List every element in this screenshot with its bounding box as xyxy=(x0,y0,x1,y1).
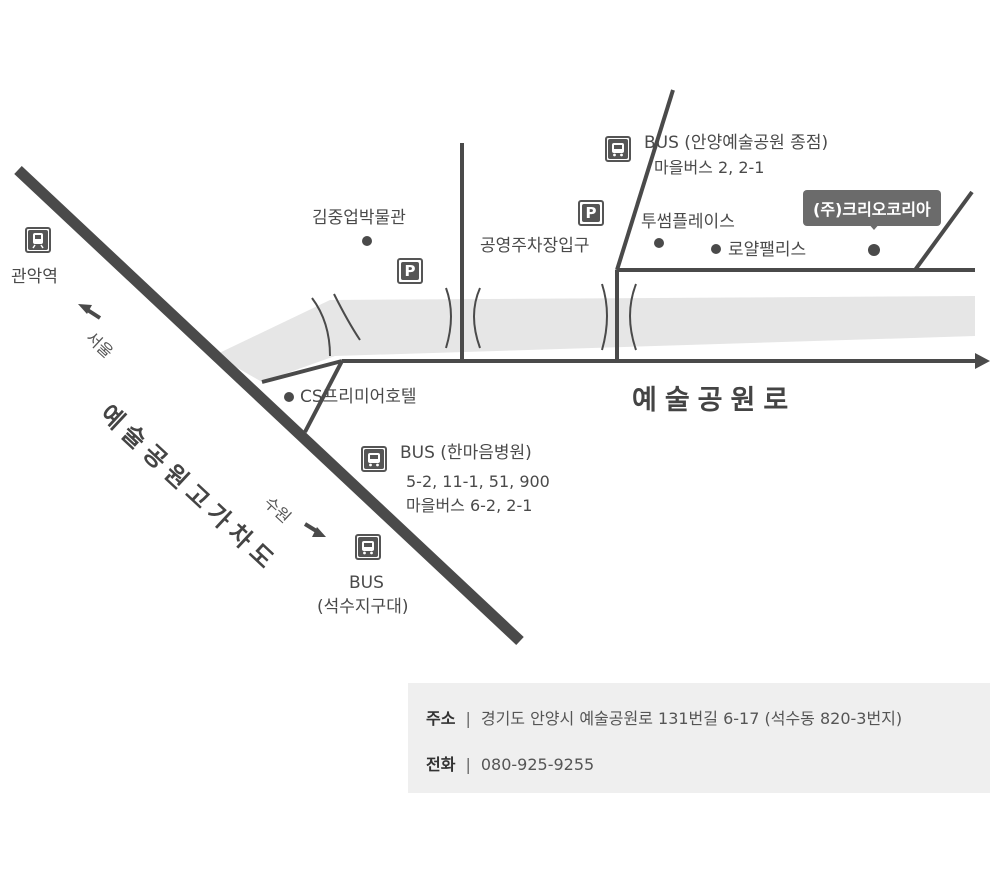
diagonal-road-east xyxy=(913,190,974,272)
bus-icon xyxy=(361,446,387,472)
address-label: 주소 xyxy=(426,709,456,728)
overpass-road xyxy=(14,165,524,646)
phone-separator: | xyxy=(465,755,471,774)
phone-value[interactable]: 080-925-9255 xyxy=(480,755,595,774)
seoksu-bus-subtitle: (석수지구대) xyxy=(317,597,409,617)
diagonal-road-north xyxy=(615,89,675,271)
seoul-arrow xyxy=(78,304,102,320)
royal-palace-marker xyxy=(711,244,721,254)
gwanak-station-label: 관악역 xyxy=(11,267,58,287)
connector-road-upper xyxy=(261,359,343,384)
phone-label: 전화 xyxy=(426,755,456,774)
phone-row: 전화 | 080-925-9255 xyxy=(426,751,594,775)
parking-icon: P xyxy=(397,258,423,284)
hanmaeum-bus-routes-1: 5-2, 11-1, 51, 900 xyxy=(406,472,550,491)
company-badge-pointer xyxy=(867,222,881,230)
cs-hotel-marker xyxy=(284,392,294,402)
two-some-label: 투썸플레이스 xyxy=(641,212,735,232)
bus-icon xyxy=(605,136,631,162)
bridge-marks xyxy=(311,283,637,357)
address-row: 주소 | 경기도 안양시 예술공원로 131번길 6-17 (석수동 820-3번지… xyxy=(426,705,902,729)
suwon-arrow xyxy=(303,522,326,537)
connector-road-lower xyxy=(303,360,344,433)
kim-museum-marker xyxy=(362,236,372,246)
company-badge: (주)크리오코리아 xyxy=(803,190,941,226)
cs-hotel-label: CS프리미어호텔 xyxy=(300,387,417,407)
company-marker xyxy=(868,244,880,256)
parking-icon: P xyxy=(578,200,604,226)
kim-museum-label: 김중업박물관 xyxy=(312,208,406,228)
royal-palace-label: 로얄팰리스 xyxy=(728,240,807,260)
address-value: 경기도 안양시 예술공원로 131번길 6-17 (석수동 820-3번지) xyxy=(480,709,903,728)
two-some-marker xyxy=(654,238,664,248)
train-icon xyxy=(25,227,51,253)
bus-icon xyxy=(355,534,381,560)
main-road-name: 예술공원로 xyxy=(632,385,797,416)
terminal-bus-title: BUS (안양예술공원 종점) xyxy=(644,133,829,153)
seoksu-bus-title: BUS xyxy=(349,573,384,593)
hanmaeum-bus-routes-2: 마을버스 6-2, 2-1 xyxy=(406,496,533,515)
info-panel: 주소 | 경기도 안양시 예술공원로 131번길 6-17 (석수동 820-3번지… xyxy=(408,683,990,793)
terminal-bus-routes: 마을버스 2, 2-1 xyxy=(654,158,765,177)
address-separator: | xyxy=(465,709,471,728)
main-road-arrow xyxy=(975,353,990,369)
road-band xyxy=(215,296,975,382)
hanmaeum-bus-title: BUS (한마음병원) xyxy=(400,443,532,463)
public-parking-label: 공영주차장입구 xyxy=(480,236,590,256)
